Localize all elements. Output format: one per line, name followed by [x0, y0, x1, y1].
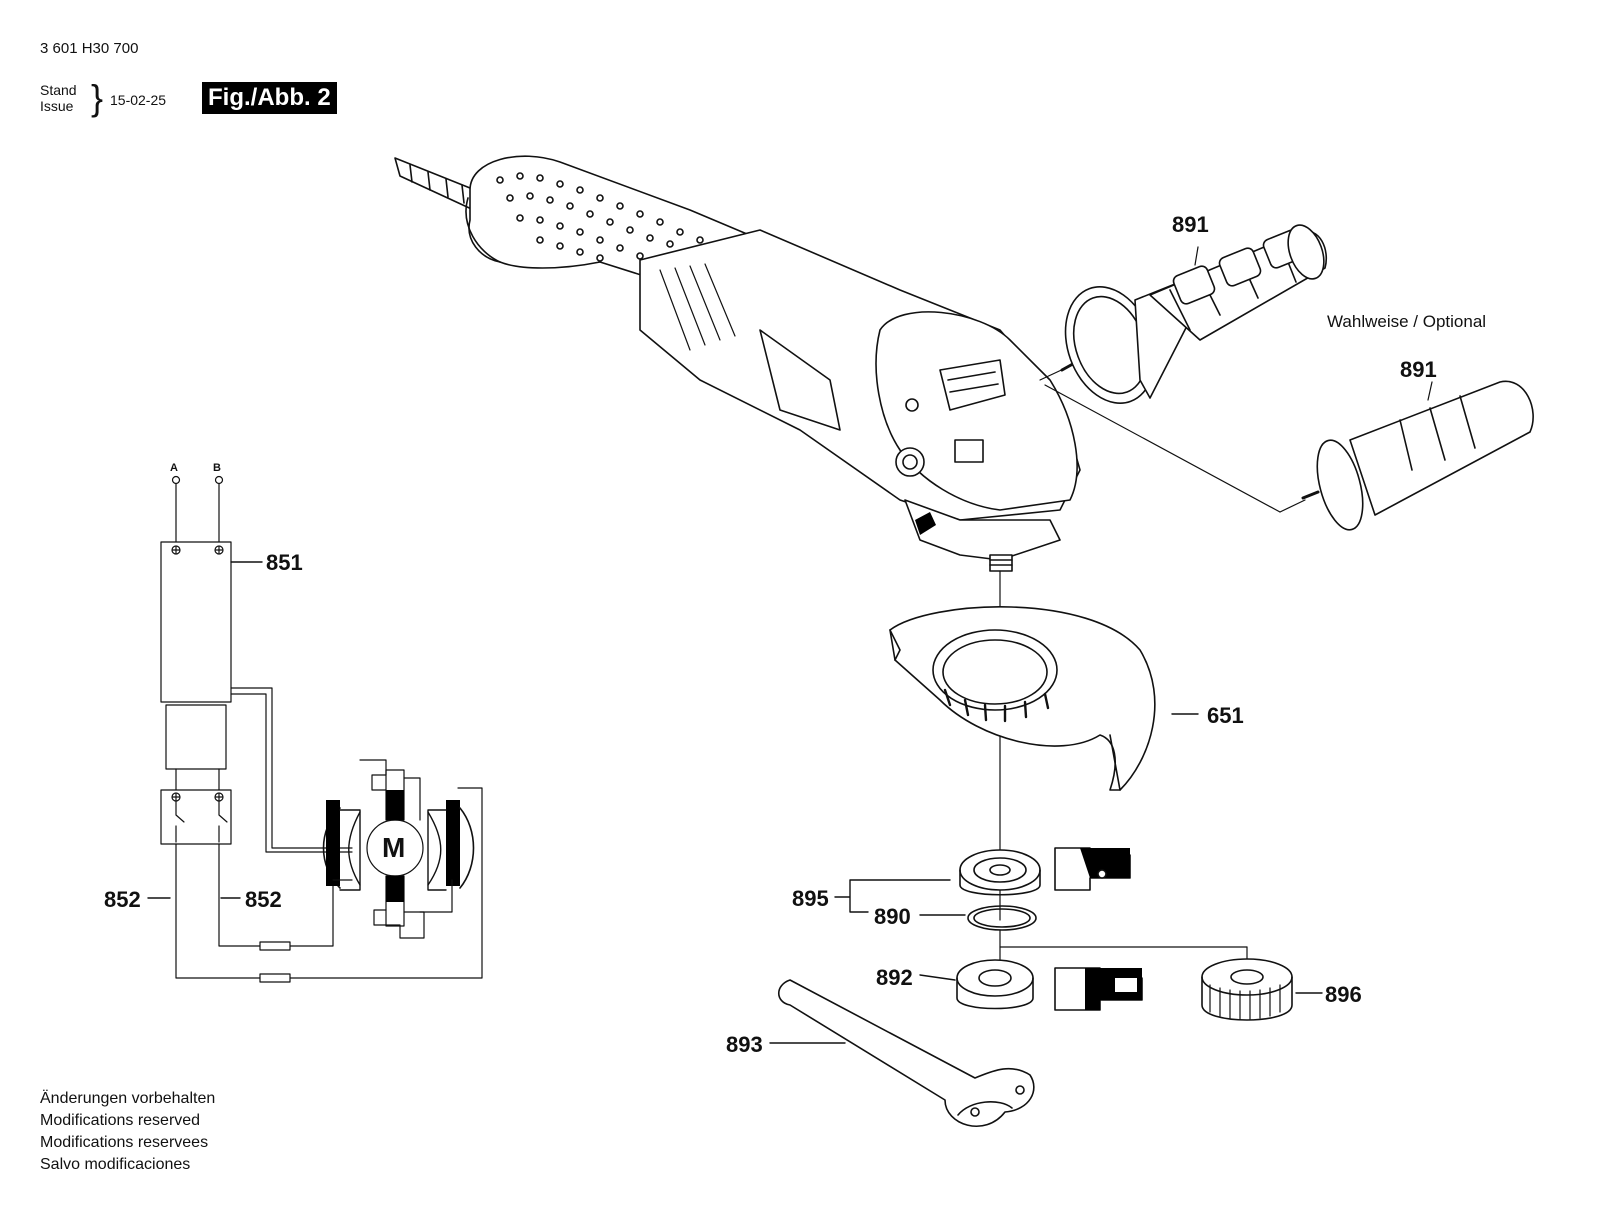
part-number-852-right: 852 [245, 887, 282, 912]
document-number: 3 601 H30 700 [40, 40, 139, 57]
grip-texture [496, 172, 704, 266]
motor-label: M [382, 832, 406, 863]
brace-glyph: } [91, 77, 104, 118]
part-number-890: 890 [874, 904, 911, 929]
part-number-896: 896 [1325, 982, 1362, 1007]
terminal-a-label: A [170, 462, 178, 474]
mounting-flange [919, 946, 1248, 1011]
side-handle-anti-vibration [1060, 224, 1327, 404]
footer-line-en: Modifications reserved [40, 1112, 201, 1129]
optional-label: Wahlweise / Optional [1327, 312, 1487, 331]
part-number-893: 893 [726, 1032, 763, 1057]
footer-line-fr: Modifications reservees [40, 1134, 209, 1151]
part-number-851: 851 [266, 550, 303, 575]
wiring-diagram [147, 475, 483, 983]
protection-guard [889, 606, 1199, 791]
part-number-891-optional: 891 [1400, 357, 1437, 382]
side-handle-standard [1301, 380, 1534, 531]
pin-wrench [769, 979, 1035, 1128]
issue-label: Issue [40, 98, 74, 114]
part-number-852-left: 852 [104, 887, 141, 912]
footer-line-de: Änderungen vorbehalten [40, 1090, 216, 1107]
part-number-892: 892 [876, 965, 913, 990]
footer-line-es: Salvo modificaciones [40, 1156, 191, 1173]
part-number-651: 651 [1207, 703, 1244, 728]
clamp-nut [834, 847, 1131, 931]
issue-date: 15-02-25 [110, 92, 167, 108]
footer-notice: Änderungen vorbehalten Modifications res… [40, 1088, 215, 1176]
angle-grinder-body [394, 155, 1306, 961]
part-number-895: 895 [792, 886, 829, 911]
terminal-b-label: B [213, 462, 221, 474]
stand-label: Stand [40, 82, 77, 98]
stand-issue-labels: Stand Issue [40, 82, 77, 114]
part-number-891-top: 891 [1172, 212, 1209, 237]
quick-clamp-nut [1201, 958, 1323, 1021]
figure-label: Fig./Abb. 2 [202, 82, 337, 114]
